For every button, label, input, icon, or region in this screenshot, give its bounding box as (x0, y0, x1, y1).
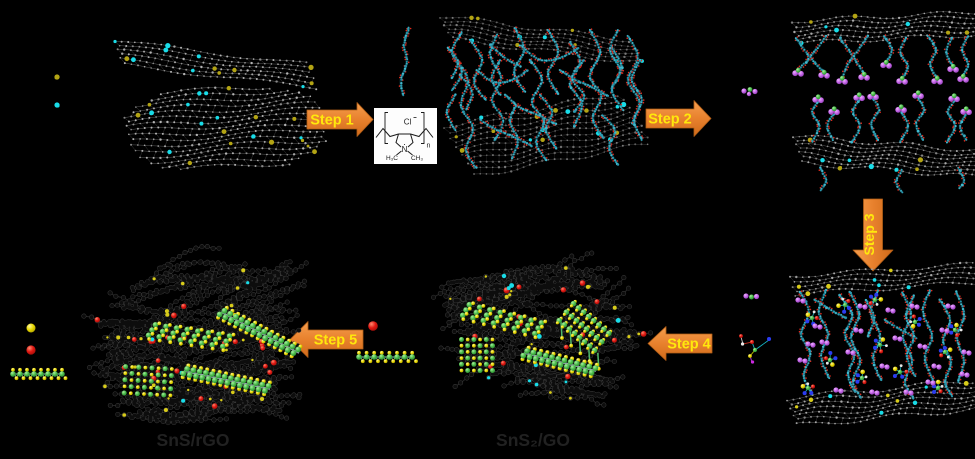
svg-text:Step 3: Step 3 (861, 213, 877, 255)
svg-text:n: n (427, 143, 431, 150)
svg-text:Cl: Cl (404, 118, 412, 127)
svg-text:Step 2: Step 2 (648, 112, 692, 128)
svg-text:Step 5: Step 5 (314, 333, 358, 349)
svg-text:SnS₂/GO: SnS₂/GO (496, 430, 570, 450)
svg-text:Step 4: Step 4 (667, 337, 711, 353)
svg-text:H₃C: H₃C (386, 155, 398, 162)
svg-text:Step 1: Step 1 (310, 113, 354, 129)
svg-text:CH₃: CH₃ (411, 155, 423, 162)
svg-text:SnS/rGO: SnS/rGO (157, 430, 230, 450)
svg-text:N: N (402, 145, 408, 154)
